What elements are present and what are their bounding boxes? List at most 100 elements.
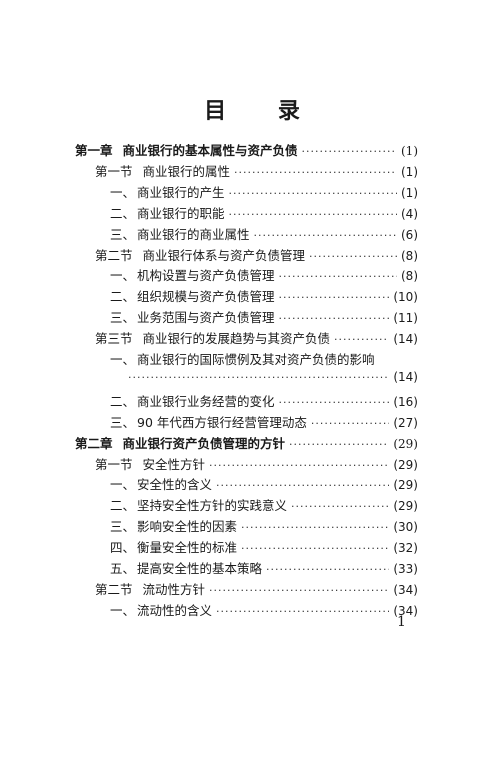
toc-entry-number: 第一章 xyxy=(75,143,113,158)
toc-entry-text: 流动性的含义 xyxy=(137,602,213,618)
toc-leader-dots xyxy=(334,333,389,346)
toc-entry-number: 三、 xyxy=(110,226,136,242)
toc-entry-label: 三、商业银行的商业属性 xyxy=(110,224,250,243)
toc-leader-dots xyxy=(209,584,389,597)
toc-entry-text: 商业银行的职能 xyxy=(137,205,225,221)
toc-entry-page: (29) xyxy=(393,436,418,451)
toc-entry-text: 业务范围与资产负债管理 xyxy=(137,310,275,326)
toc-item-entry: 一、流动性的含义(34) xyxy=(110,600,418,620)
toc-entry-number: 一、 xyxy=(110,602,136,618)
toc-entry-number: 三、 xyxy=(110,519,136,535)
toc-entry-text: 衡量安全性的标准 xyxy=(137,540,238,556)
toc-entry-page: (1) xyxy=(401,164,418,179)
toc-entry-page: (8) xyxy=(401,248,418,263)
toc-leader-dots xyxy=(279,291,390,304)
toc-entry-label: 三、90 年代西方银行经营管理动态 xyxy=(110,412,307,431)
toc-entry-number: 四、 xyxy=(110,540,136,556)
toc-entry-page: (29) xyxy=(393,499,418,514)
toc-entry-label: 第一节商业银行的属性 xyxy=(95,161,230,180)
toc-entry-text: 商业银行资产负债管理的方针 xyxy=(122,435,286,451)
toc-leader-dots xyxy=(216,605,389,618)
toc-entry-page: (1) xyxy=(401,185,418,200)
toc-entry-page: (29) xyxy=(393,457,418,472)
toc-entry-number: 第一节 xyxy=(95,456,133,472)
toc-item-entry: 二、坚持安全性方针的实践意义 (29) xyxy=(110,495,418,515)
toc-item-entry: 三、商业银行的商业属性 (6) xyxy=(110,224,418,244)
page-title: 目 录 xyxy=(204,99,322,124)
toc-leader-dots xyxy=(241,521,389,534)
toc-leader-dots xyxy=(128,371,389,384)
toc-entry-label: 第二章商业银行资产负债管理的方针 xyxy=(75,433,285,452)
toc-entry-page: (16) xyxy=(393,394,418,409)
toc-entry-text: 组织规模与资产负债管理 xyxy=(137,289,275,305)
toc-entry-page: (32) xyxy=(393,541,418,556)
toc-leader-dots xyxy=(241,542,389,555)
toc-entry-page: (6) xyxy=(401,227,418,242)
toc-entry-number: 一、 xyxy=(110,184,136,200)
toc-entry-page: (14) xyxy=(393,369,418,384)
toc-leader-dots xyxy=(266,563,389,576)
toc-entry-label: 三、业务范围与资产负债管理 xyxy=(110,307,275,326)
toc-entry-text: 商业银行体系与资产负债管理 xyxy=(142,247,306,263)
toc-entry-label: 一、商业银行的国际惯例及其对资产负债的影响 xyxy=(110,349,375,368)
toc-entry-number: 五、 xyxy=(110,561,136,576)
toc-leader-dots xyxy=(302,145,397,158)
toc-entry-number: 第一节 xyxy=(95,163,133,179)
toc-entry-label: 二、组织规模与资产负债管理 xyxy=(110,286,275,305)
toc-entry-text: 商业银行的发展趋势与其资产负债 xyxy=(142,331,331,347)
toc-entry-label: 二、商业银行的职能 xyxy=(110,203,225,222)
toc-entry-page: (4) xyxy=(401,206,418,221)
toc-entry-text: 提高安全性的基本策略 xyxy=(137,561,263,576)
toc-entry-label: 第一章商业银行的基本属性与资产负债 xyxy=(75,140,298,159)
toc-entry-page: (14) xyxy=(393,332,418,347)
toc-entry-page: (8) xyxy=(401,269,418,284)
toc-entry-text: 商业银行的基本属性与资产负债 xyxy=(122,143,298,158)
toc-entry-label: 五、提高安全性的基本策略 xyxy=(110,558,262,577)
toc-entry-label: 二、坚持安全性方针的实践意义 xyxy=(110,495,287,514)
toc-leader-dots xyxy=(254,229,397,242)
toc-leader-dots xyxy=(234,166,397,179)
toc-entry-text: 商业银行的国际惯例及其对资产负债的影响 xyxy=(137,352,375,367)
toc-item-entry: 四、衡量安全性的标准 (32) xyxy=(110,537,418,557)
toc-entry-text: 安全性方针 xyxy=(142,456,206,472)
toc-entry-page: (1) xyxy=(401,144,418,158)
toc-entry-label: 第二节流动性方针 xyxy=(95,579,205,598)
toc-entry-text: 影响安全性的因素 xyxy=(137,519,238,535)
toc-entry-number: 一、 xyxy=(110,268,136,284)
toc-entry-number: 第二章 xyxy=(75,435,113,451)
toc-entry-number: 第三节 xyxy=(95,331,133,347)
toc-entry-label: 四、衡量安全性的标准 xyxy=(110,537,237,556)
toc-leader-dots xyxy=(216,479,389,492)
toc-entry-label: 二、商业银行业务经营的变化 xyxy=(110,391,275,410)
toc-entry-label: 一、流动性的含义 xyxy=(110,600,212,619)
toc-item-entry: 三、业务范围与资产负债管理 (11) xyxy=(110,307,418,327)
toc-entry-number: 第二节 xyxy=(95,247,133,263)
toc-entry-text: 商业银行的属性 xyxy=(142,163,231,179)
toc-item-entry: 三、90 年代西方银行经营管理动态(27) xyxy=(110,412,418,432)
toc-item-entry: 三、影响安全性的因素(30) xyxy=(110,516,418,536)
toc-entry-text: 坚持安全性方针的实践意义 xyxy=(137,498,288,514)
toc-leader-dots xyxy=(289,438,389,451)
toc-entry-text: 商业银行的产生 xyxy=(137,184,225,200)
toc-entry-page: (11) xyxy=(393,311,418,326)
toc-leader-dots xyxy=(291,500,389,513)
toc-entry-page: (10) xyxy=(393,290,418,305)
toc-entry-number: 一、 xyxy=(110,352,136,367)
toc-entry-label: 第二节商业银行体系与资产负债管理 xyxy=(95,245,305,264)
toc-item-entry: 一、商业银行的产生 (1) xyxy=(110,182,418,202)
toc-leader-dots xyxy=(279,396,390,409)
toc-item-entry: 一、安全性的含义(29) xyxy=(110,474,418,494)
toc-leader-dots xyxy=(279,270,397,283)
toc-leader-dots xyxy=(229,208,397,221)
toc-entry-number: 一、 xyxy=(110,477,136,493)
toc-leader-dots xyxy=(311,417,389,430)
toc-entry-label: 一、机构设置与资产负债管理 xyxy=(110,265,275,284)
